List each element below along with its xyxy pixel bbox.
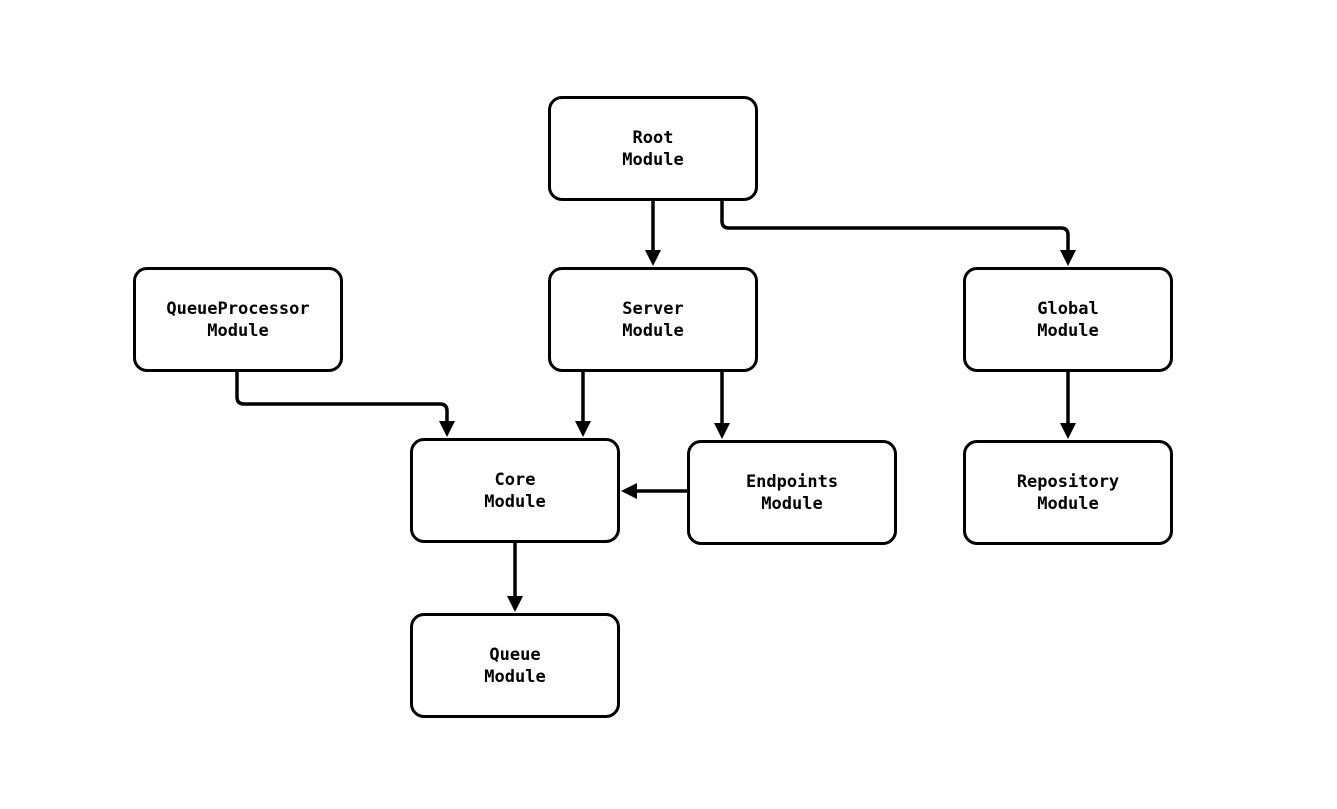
node-endpoints-module[interactable]: Endpoints Module	[687, 440, 897, 545]
node-queueprocessor-module-line2: Module	[207, 320, 269, 341]
node-root-module-line1: Root	[632, 127, 674, 148]
node-global-module-line2: Module	[1037, 320, 1099, 341]
node-repository-module[interactable]: Repository Module	[963, 440, 1173, 545]
node-queueprocessor-module[interactable]: QueueProcessor Module	[133, 267, 343, 372]
node-endpoints-module-line2: Module	[761, 493, 823, 514]
node-queue-module-line1: Queue	[489, 644, 541, 665]
node-global-module[interactable]: Global Module	[963, 267, 1173, 372]
node-repository-module-line2: Module	[1037, 493, 1099, 514]
node-queue-module-line2: Module	[484, 666, 546, 687]
node-root-module-line2: Module	[622, 149, 684, 170]
node-server-module-line1: Server	[622, 298, 684, 319]
node-core-module[interactable]: Core Module	[410, 438, 620, 543]
node-root-module[interactable]: Root Module	[548, 96, 758, 201]
edge-queueprocessor-to-core	[235, 372, 455, 437]
node-core-module-line1: Core	[494, 469, 536, 490]
node-repository-module-line1: Repository	[1016, 471, 1120, 492]
node-server-module[interactable]: Server Module	[548, 267, 758, 372]
node-queueprocessor-module-line1: QueueProcessor	[166, 298, 310, 319]
node-global-module-line1: Global	[1037, 298, 1099, 319]
node-queue-module[interactable]: Queue Module	[410, 613, 620, 718]
edge-root-to-global	[720, 201, 1076, 266]
node-core-module-line2: Module	[484, 491, 546, 512]
node-server-module-line2: Module	[622, 320, 684, 341]
node-endpoints-module-line1: Endpoints	[745, 471, 839, 492]
